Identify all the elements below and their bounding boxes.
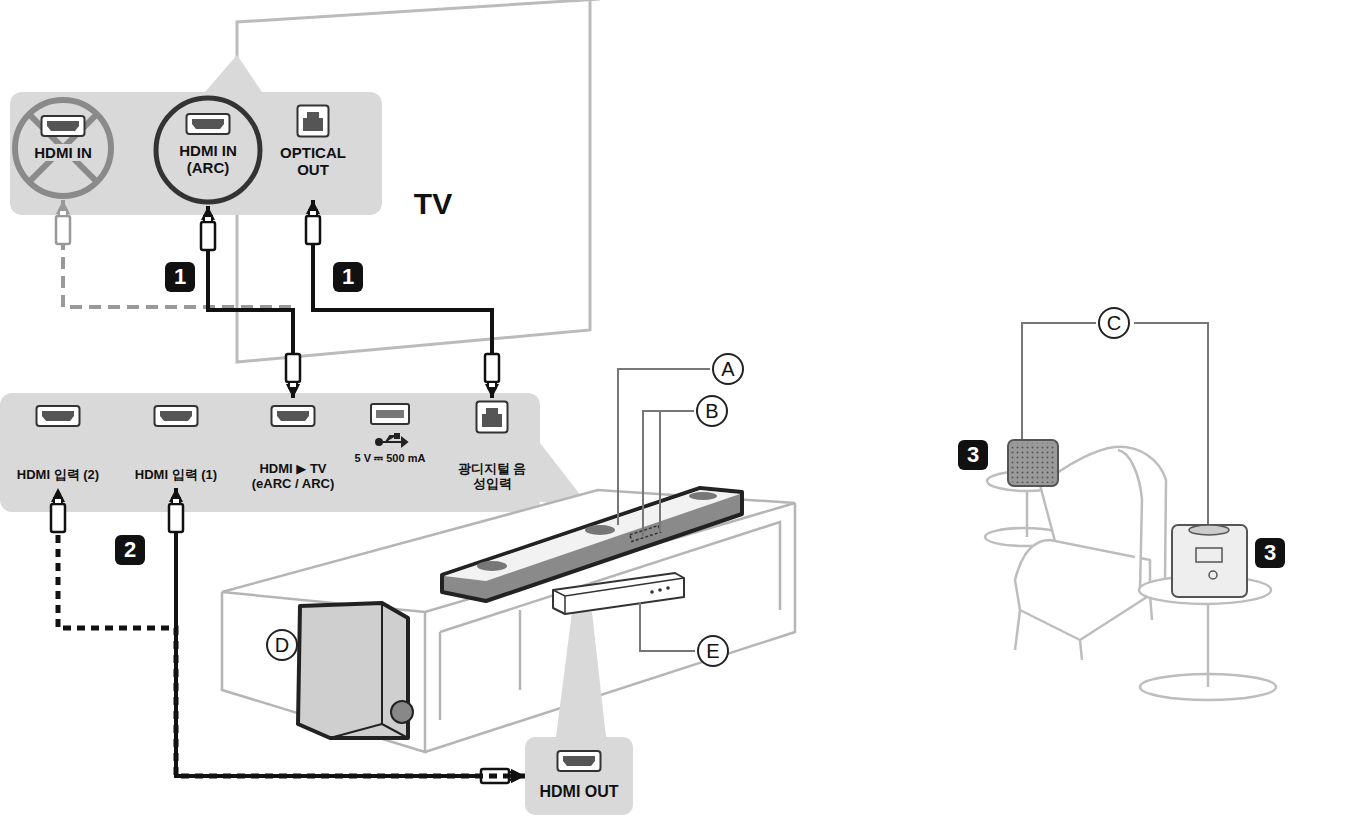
hdmi-port-icon <box>270 404 316 428</box>
port-label: 5 V ⎓ 500 mA <box>355 452 426 465</box>
device-name: TV <box>408 184 458 224</box>
port-circle: HDMI IN (ARC) <box>152 94 264 206</box>
port-label: OPTICAL OUT <box>276 144 350 179</box>
port-label: HDMI IN <box>31 144 95 161</box>
usb-port-icon <box>350 398 430 450</box>
part-letter: C <box>1098 307 1130 339</box>
callout-number: 3 <box>1255 538 1285 568</box>
optical-port-icon <box>475 400 509 434</box>
cable-connector <box>63 200 293 398</box>
cable-connector <box>58 488 525 776</box>
cable-connector <box>208 206 293 398</box>
hdmi-port-icon <box>556 749 602 773</box>
cable-connector <box>313 200 492 398</box>
cable-plug <box>306 210 320 244</box>
port-panel: HDMI OUT <box>525 737 633 815</box>
port-label: HDMI OUT <box>539 783 618 801</box>
port-label: HDMI 입력 (1) <box>135 468 217 483</box>
callout-number: 2 <box>115 535 145 565</box>
port-label: HDMI ▶ TV (eARC / ARC) <box>241 462 345 492</box>
cable-plug <box>169 498 183 532</box>
cable-plug <box>56 210 70 244</box>
callout-number: 3 <box>958 440 988 470</box>
port-box: 5 V ⎓ 500 mA <box>350 398 430 498</box>
port-label: HDMI IN (ARC) <box>167 142 249 177</box>
part-letter: E <box>697 635 729 667</box>
port-box: HDMI 입력 (1) <box>121 398 231 488</box>
hdmi-port-icon <box>35 404 81 428</box>
port-box: 광디지털 음성입력 <box>455 398 529 498</box>
port-box: HDMI 입력 (2) <box>5 398 111 488</box>
port-label: 광디지털 음성입력 <box>457 462 527 492</box>
part-letter: D <box>266 629 298 661</box>
port-label: HDMI 입력 (2) <box>17 468 99 483</box>
port-circle: HDMI IN <box>11 96 115 200</box>
hdmi-port-icon <box>153 404 199 428</box>
port-box: OPTICAL OUT <box>266 100 360 200</box>
cable-plug <box>286 354 300 388</box>
part-letter: A <box>712 353 744 385</box>
callout-number: 1 <box>165 262 195 292</box>
hdmi-port-icon <box>185 112 231 136</box>
callout-number: 1 <box>333 262 363 292</box>
cable-plug <box>201 216 215 250</box>
cable-plug <box>51 498 65 532</box>
hdmi-port-icon <box>40 114 86 138</box>
optical-port-icon <box>296 104 330 138</box>
cable-plug <box>485 354 499 388</box>
cable-connector <box>176 488 525 776</box>
part-letter: B <box>696 395 728 427</box>
port-box: HDMI ▶ TV (eARC / ARC) <box>240 398 346 498</box>
